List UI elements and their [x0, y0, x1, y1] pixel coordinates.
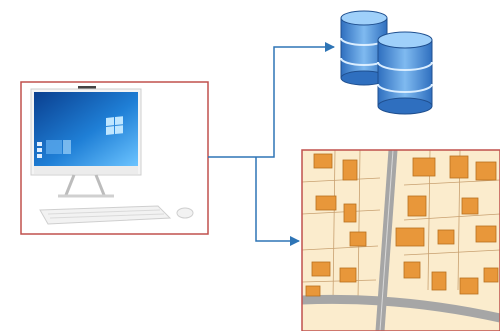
- all-in-one-pc-icon: [30, 86, 194, 225]
- connector-lines: [208, 42, 335, 246]
- map-frame: [301, 149, 500, 331]
- database-stack-icon: [340, 10, 433, 115]
- database-node: [340, 10, 433, 115]
- connector-to-map: [255, 157, 300, 246]
- parcel-map-icon: [302, 150, 500, 331]
- map-node: [301, 149, 500, 331]
- computer-node: [20, 81, 209, 235]
- connector-to-database: [208, 42, 335, 158]
